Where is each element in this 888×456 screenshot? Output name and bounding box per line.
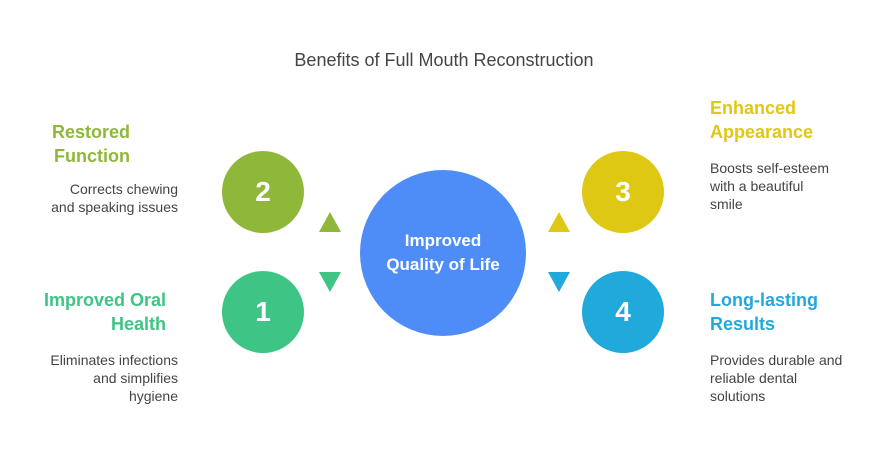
- number-circle-3: 3: [582, 151, 664, 233]
- item-1-title-line-2: Health: [110, 314, 166, 334]
- center-label-line-1: Improved: [404, 231, 482, 250]
- item-2-title: Restored Function: [30, 120, 130, 168]
- item-4-desc-line-3: solutions: [710, 388, 766, 404]
- center-circle: Improved Quality of Life: [360, 170, 526, 336]
- diagram-title: Benefits of Full Mouth Reconstruction: [294, 50, 594, 70]
- item-4-desc-line-1: Provides durable and: [710, 352, 843, 368]
- item-3-desc-line-3: smile: [710, 196, 743, 212]
- item-2-title-line-2: Function: [54, 146, 130, 166]
- item-3-desc-line-1: Boosts self-esteem: [710, 160, 830, 176]
- item-1-title-line-1: Improved Oral: [43, 290, 166, 310]
- item-4-desc-line-2: reliable dental: [710, 370, 798, 386]
- triangle-down-icon: [548, 272, 570, 292]
- item-2-description: Corrects chewing and speaking issues: [20, 180, 178, 216]
- item-3-desc-line-2: with a beautiful: [710, 178, 804, 194]
- item-4-title-line-1: Long-lasting: [710, 290, 818, 310]
- item-3-title-line-1: Enhanced: [710, 98, 797, 118]
- item-2-desc-line-1: Corrects chewing: [69, 181, 178, 197]
- item-3-title-line-2: Appearance: [710, 122, 814, 142]
- item-2-desc-line-2: and speaking issues: [51, 199, 178, 215]
- item-1-desc-line-3: hygiene: [128, 388, 178, 404]
- item-4-title: Long-lasting Results: [710, 288, 860, 336]
- triangle-up-icon: [548, 212, 570, 232]
- number-circle-2: 2: [222, 151, 304, 233]
- item-1-title: Improved Oral Health: [10, 288, 166, 336]
- item-3-title: Enhanced Appearance: [710, 96, 860, 144]
- item-2-title-line-1: Restored: [51, 122, 130, 142]
- item-4-description: Provides durable and reliable dental sol…: [710, 351, 870, 405]
- number-circle-4: 4: [582, 271, 664, 353]
- center-label-line-2: Quality of Life: [386, 255, 500, 274]
- item-1-desc-line-1: Eliminates infections: [50, 352, 178, 368]
- item-3-description: Boosts self-esteem with a beautiful smil…: [710, 159, 860, 213]
- number-circle-1: 1: [222, 271, 304, 353]
- triangle-down-icon: [319, 272, 341, 292]
- item-1-desc-line-2: and simplifies: [93, 370, 178, 386]
- triangle-up-icon: [319, 212, 341, 232]
- item-1-description: Eliminates infections and simplifies hyg…: [20, 351, 178, 405]
- item-4-title-line-2: Results: [710, 314, 776, 334]
